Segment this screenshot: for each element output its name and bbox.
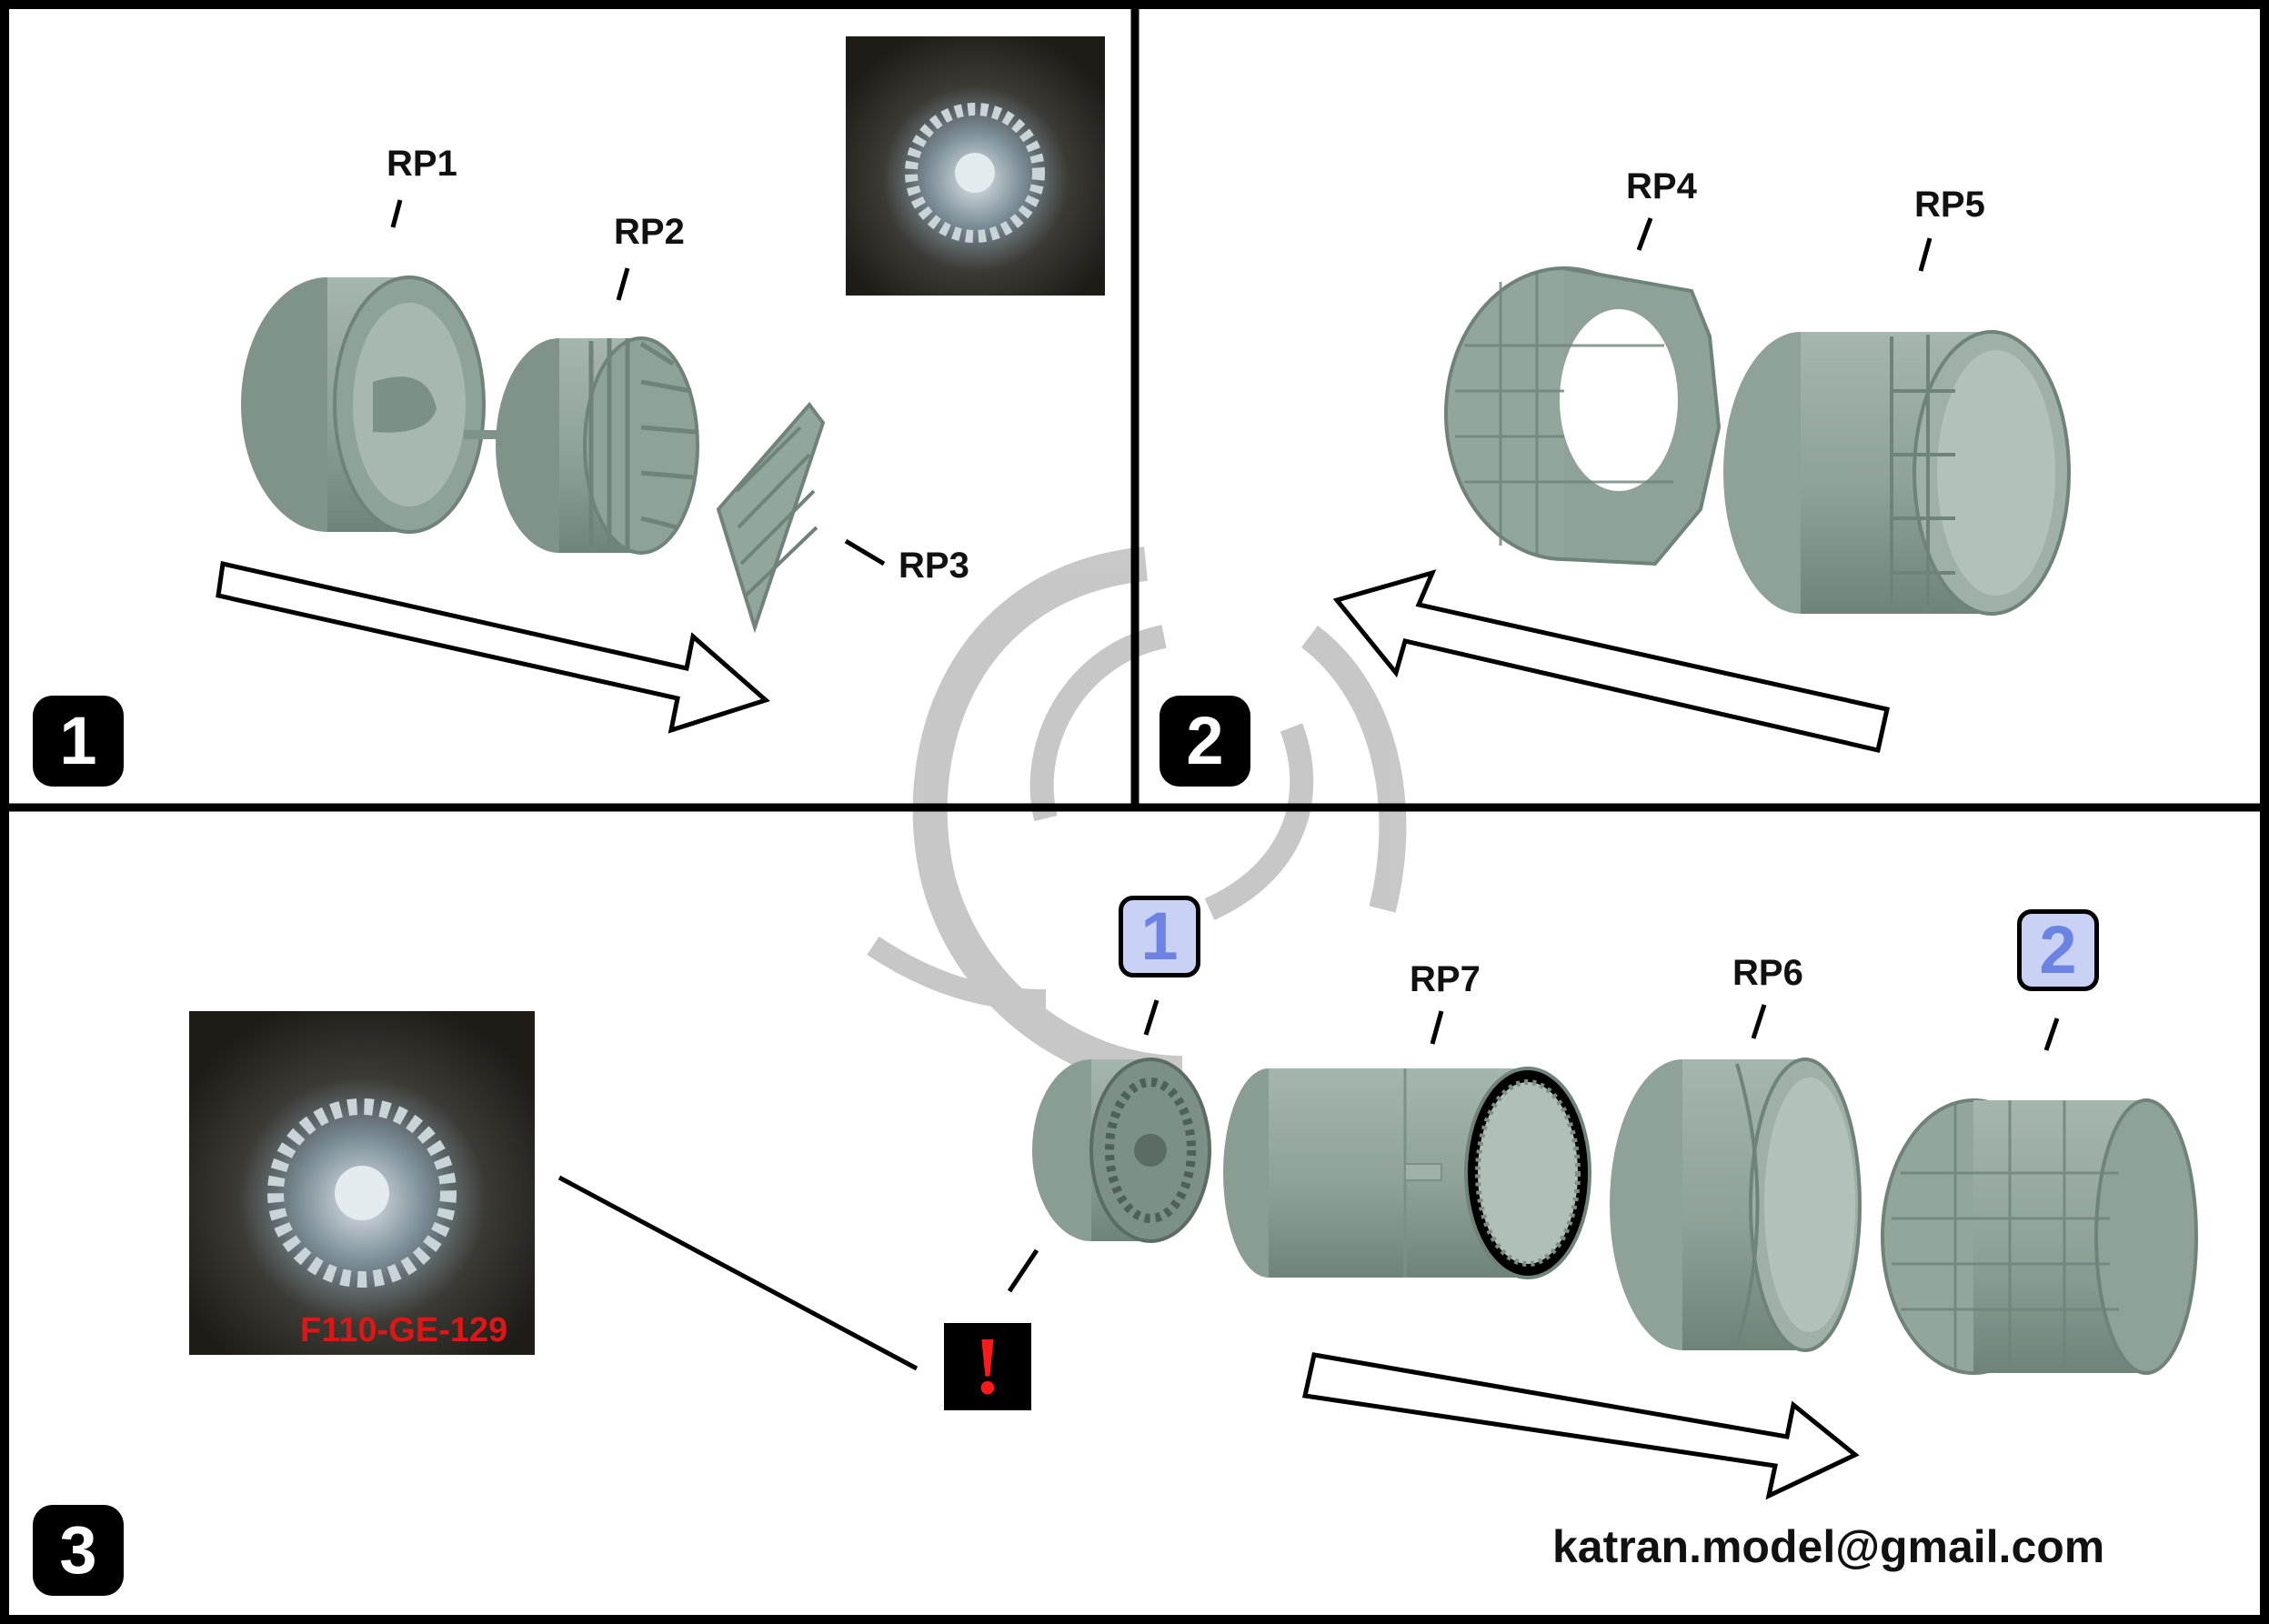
rp1-part: [241, 276, 486, 534]
rp7-part: [1223, 1067, 1591, 1279]
part-label-rp2: RP2: [614, 212, 685, 252]
engine-photo-large: [189, 1011, 535, 1355]
warning-icon: !: [944, 1323, 1031, 1410]
engine-photo-small: [846, 36, 1105, 296]
rp5-part: [1723, 330, 2071, 616]
assembly-2-part: [1881, 1098, 2198, 1375]
assembly-ref-1-badge: 1: [1119, 896, 1200, 977]
step-3-badge: 3: [33, 1505, 124, 1596]
part-label-rp7: RP7: [1410, 959, 1481, 999]
arrow-right-icon: [1301, 1352, 1860, 1500]
part-label-rp4: RP4: [1626, 166, 1697, 206]
assembly-ref-2-badge: 2: [2017, 909, 2099, 991]
rp4-part: [1444, 266, 1722, 566]
rp3-part: [716, 401, 826, 634]
step-2-badge: 2: [1160, 696, 1250, 787]
part-label-rp5: RP5: [1914, 185, 1985, 225]
rp2-part: [464, 336, 699, 555]
arrow-right-icon: [216, 560, 770, 734]
part-label-rp3: RP3: [899, 546, 969, 586]
assembly-1-part: [1032, 1058, 1211, 1243]
engine-model-label: F110-GE-129: [300, 1311, 508, 1349]
arrow-left-icon: [1332, 569, 1890, 754]
part-label-rp1: RP1: [387, 144, 457, 184]
part-label-rp6: RP6: [1732, 953, 1803, 993]
rp6-part: [1610, 1058, 1862, 1352]
contact-email: katran.model@gmail.com: [1552, 1521, 2105, 1572]
step-1-badge: 1: [33, 696, 124, 787]
